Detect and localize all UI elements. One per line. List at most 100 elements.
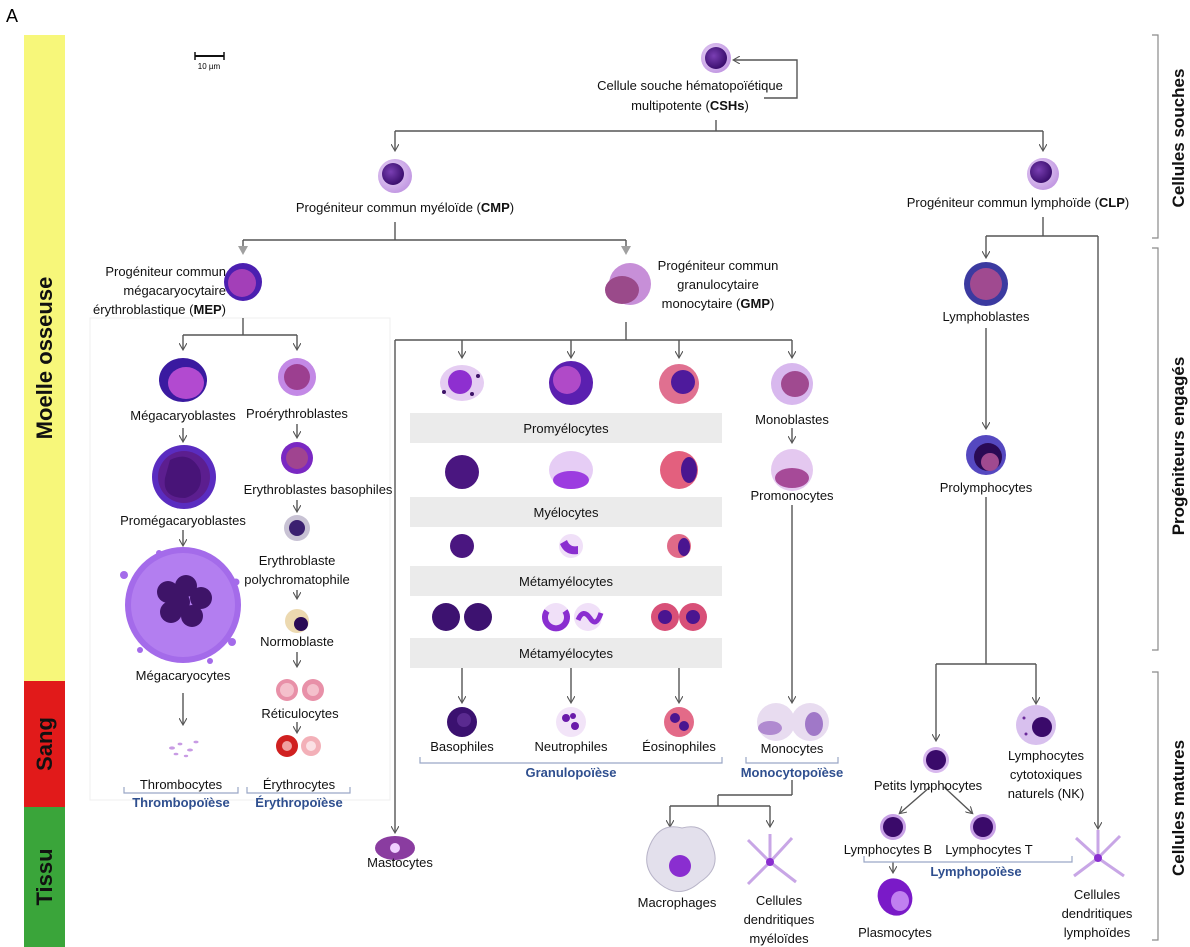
proerythroblast-cell [278, 358, 316, 396]
gmp-label-line2: granulocytaire [677, 277, 759, 292]
reticulocytes-label: Réticulocytes [261, 706, 339, 721]
metamyelocyte-basophil-cell [450, 534, 474, 558]
erythroblast-label-line1: Erythroblaste [259, 553, 336, 568]
promyelocyte-basophil-cell [440, 365, 484, 401]
basophilic-erythroblast-cell [281, 442, 313, 474]
mep-label-line2: mégacaryocytaire [123, 283, 226, 298]
nk-label-line1: Lymphocytes [1008, 748, 1085, 763]
basophilic-erythroblast-label: Erythroblastes basophiles [244, 482, 393, 497]
row-band-metamyelocytes-2 [410, 638, 722, 668]
plasmocytes-label: Plasmocytes [858, 925, 932, 940]
metamyelocytes-label-2: Métamyélocytes [519, 646, 613, 661]
erythroblast-label-line2: polychromatophile [244, 572, 350, 587]
mastocytes-label: Mastocytes [367, 855, 433, 870]
eosinophils-label: Éosinophiles [642, 739, 716, 754]
prolymphocyte-cell [966, 435, 1006, 475]
csh-cell [701, 43, 731, 73]
mep-label-line3: érythroblastique (MEP) [93, 302, 226, 317]
erythropoiesis-label: Érythropoïèse [255, 795, 342, 810]
b-lymphocytes-label: Lymphocytes B [844, 842, 932, 857]
dc-lymphoid-label-line3: lymphoïdes [1064, 925, 1131, 940]
side-label-mature: Cellules matures [1169, 740, 1188, 876]
tissue-band [24, 807, 65, 947]
dc-lymphoid-label-line2: dendritiques [1062, 906, 1133, 921]
thrombopoiesis-label: Thrombopoïèse [132, 795, 230, 810]
myelocyte-basophil-cell [445, 455, 479, 489]
myeloid-dendritic-cell [746, 834, 797, 886]
proerythroblast-label: Proérythroblastes [246, 406, 348, 421]
right-brackets [1152, 34, 1159, 941]
dc-lymphoid-label-line1: Cellules [1074, 887, 1121, 902]
gmp-label-line1: Progéniteur commun [658, 258, 779, 273]
promonocytes-label: Promonocytes [750, 488, 834, 503]
lymphoid-dendritic-cell [1073, 830, 1125, 878]
blood-band [24, 681, 65, 807]
thrombocytes-label: Thrombocytes [140, 777, 223, 792]
small-lymphocyte-cell [923, 747, 949, 773]
side-label-committed: Progéniteurs engagés [1169, 357, 1188, 536]
row-band-myelocytes [410, 497, 722, 527]
csh-label-line2: multipotente (CSHs) [631, 98, 749, 113]
macrophage-cell [646, 826, 716, 892]
dc-myeloid-label-line3: myéloïdes [749, 931, 809, 946]
cells [120, 43, 1125, 916]
csh-label-line1: Cellule souche hématopoïétique [597, 78, 783, 93]
promegakaryoblast-cell [152, 445, 216, 509]
lymphopoiesis-label: Lymphopoïèse [930, 864, 1021, 879]
neutrophil-cell [556, 707, 586, 737]
myelocytes-label: Myélocytes [533, 505, 599, 520]
small-lymphocytes-label: Petits lymphocytes [874, 778, 983, 793]
cmp-label: Progéniteur commun myéloïde (CMP) [296, 200, 514, 215]
bone-marrow-band [24, 35, 65, 681]
granulopoiesis-label: Granulopoïèse [525, 765, 616, 780]
metamyelocytes-label-1: Métamyélocytes [519, 574, 613, 589]
normoblast-label: Normoblaste [260, 634, 334, 649]
basophils-label: Basophiles [430, 739, 494, 754]
poiesis-underlines [123, 757, 1073, 863]
mep-region [89, 317, 391, 801]
mep-label-line1: Progéniteur commun [105, 264, 226, 279]
promonocyte-cell [771, 449, 813, 491]
monocytes-label: Monocytes [761, 741, 824, 756]
scale-bar-label: 10 µm [198, 62, 221, 71]
erythrocytes-cell [276, 735, 321, 757]
dc-myeloid-label-line1: Cellules [756, 893, 803, 908]
band-label-blood: Sang [32, 717, 57, 771]
monocytopoiesis-label: Monocytopoïèse [741, 765, 844, 780]
thrombocytes-cell [169, 740, 199, 758]
erythrocytes-label: Érythrocytes [263, 777, 336, 792]
band-label-tissue: Tissu [32, 848, 57, 905]
monocytes-cell [757, 703, 829, 741]
basophil-cell [447, 707, 477, 737]
connectors [183, 60, 1098, 872]
promegakaryoblast-label: Promégacaryoblastes [120, 513, 246, 528]
cmp-cell [378, 159, 412, 193]
megakaryocyte-label: Mégacaryocytes [136, 668, 231, 683]
eosinophil-cell [664, 707, 694, 737]
promyelocyte-eosinophil-cell [659, 364, 699, 404]
monoblasts-label: Monoblastes [755, 412, 829, 427]
metamyelocyte-neutrophil-cell [559, 534, 583, 558]
metamyelocyte-eosinophil-cell [667, 534, 691, 558]
lymphoblasts-label: Lymphoblastes [943, 309, 1030, 324]
dc-myeloid-label-line2: dendritiques [744, 912, 815, 927]
panel-letter: A [6, 6, 18, 26]
mastocyte-cell [375, 836, 415, 860]
myelocyte-eosinophil-cell [660, 451, 698, 489]
t-lymphocytes-label: Lymphocytes T [945, 842, 1032, 857]
polychromatophilic-erythroblast-cell [284, 515, 310, 541]
gmp-cell [605, 263, 651, 305]
prolymphocytes-label: Prolymphocytes [940, 480, 1033, 495]
row-band-promyelocytes [410, 413, 722, 443]
promyelocytes-label: Promyélocytes [523, 421, 609, 436]
clp-label: Progéniteur commun lymphoïde (CLP) [907, 195, 1130, 210]
lymphoblast-cell [964, 262, 1008, 306]
myelocyte-neutrophil-cell [549, 451, 593, 489]
b-lymphocyte-cell [880, 814, 906, 840]
band-eosinophil-cells [651, 603, 707, 631]
monoblast-cell [771, 363, 813, 405]
plasmocyte-cell [877, 878, 913, 916]
scale-bar: 10 µm [194, 52, 225, 71]
t-lymphocyte-cell [970, 814, 996, 840]
